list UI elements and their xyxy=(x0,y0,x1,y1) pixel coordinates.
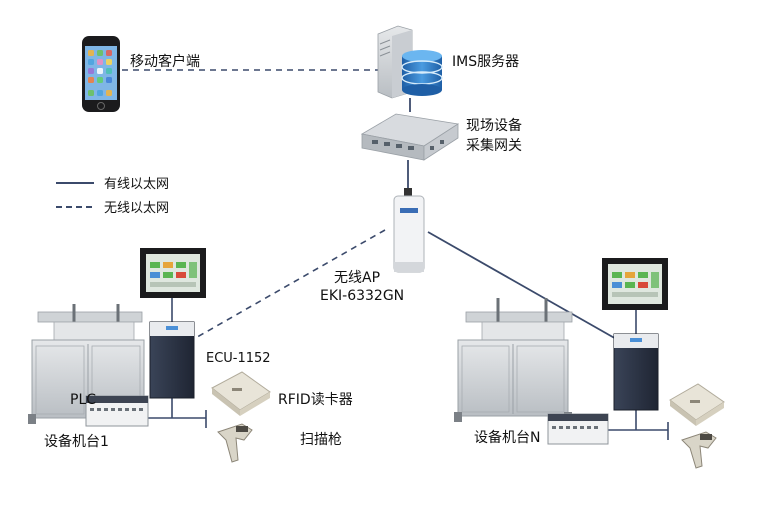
plc-unit-n xyxy=(547,413,609,445)
rfid-reader-icon xyxy=(211,371,271,416)
legend: 有线以太网 无线以太网 xyxy=(56,177,169,216)
legend-wired-label: 有线以太网 xyxy=(104,177,169,192)
plc-unit-1 xyxy=(85,395,149,427)
ecu-cabinet-1 xyxy=(149,321,195,399)
gateway-icon xyxy=(360,113,460,161)
ap-label-line1: 无线AP xyxy=(334,270,380,286)
connection-lines xyxy=(122,69,669,440)
database-icon xyxy=(401,50,443,96)
scanner-label: 扫描枪 xyxy=(300,431,342,448)
rfid-label: RFID读卡器 xyxy=(278,391,353,408)
mobile-phone-icon xyxy=(82,36,120,112)
plc-label: PLC xyxy=(70,392,96,408)
ecu-cabinet-n xyxy=(613,333,659,411)
barcode-scanner-icon-n xyxy=(681,431,717,469)
rfid-reader-icon-n xyxy=(669,383,725,426)
ecu-label: ECU-1152 xyxy=(206,351,271,366)
ims-server-label: IMS服务器 xyxy=(452,54,519,70)
wired-link-ap-ecun xyxy=(427,231,619,341)
wireless-link-ap-ecu1 xyxy=(191,229,386,341)
wireless-ap-icon xyxy=(393,188,425,273)
ap-label-line2: EKI-6332GN xyxy=(320,288,404,304)
machine-n-label: 设备机台N xyxy=(474,429,540,446)
gateway-label-line1: 现场设备 xyxy=(466,117,522,134)
hmi-panel-1 xyxy=(140,248,206,298)
mobile-client-label: 移动客户端 xyxy=(130,53,200,70)
machine-1-label: 设备机台1 xyxy=(44,433,109,450)
machine-n-frame xyxy=(454,298,573,422)
hmi-panel-n xyxy=(602,258,668,310)
barcode-scanner-icon-1 xyxy=(217,423,253,463)
legend-wireless-label: 无线以太网 xyxy=(104,201,169,216)
gateway-label-line2: 采集网关 xyxy=(466,137,522,154)
